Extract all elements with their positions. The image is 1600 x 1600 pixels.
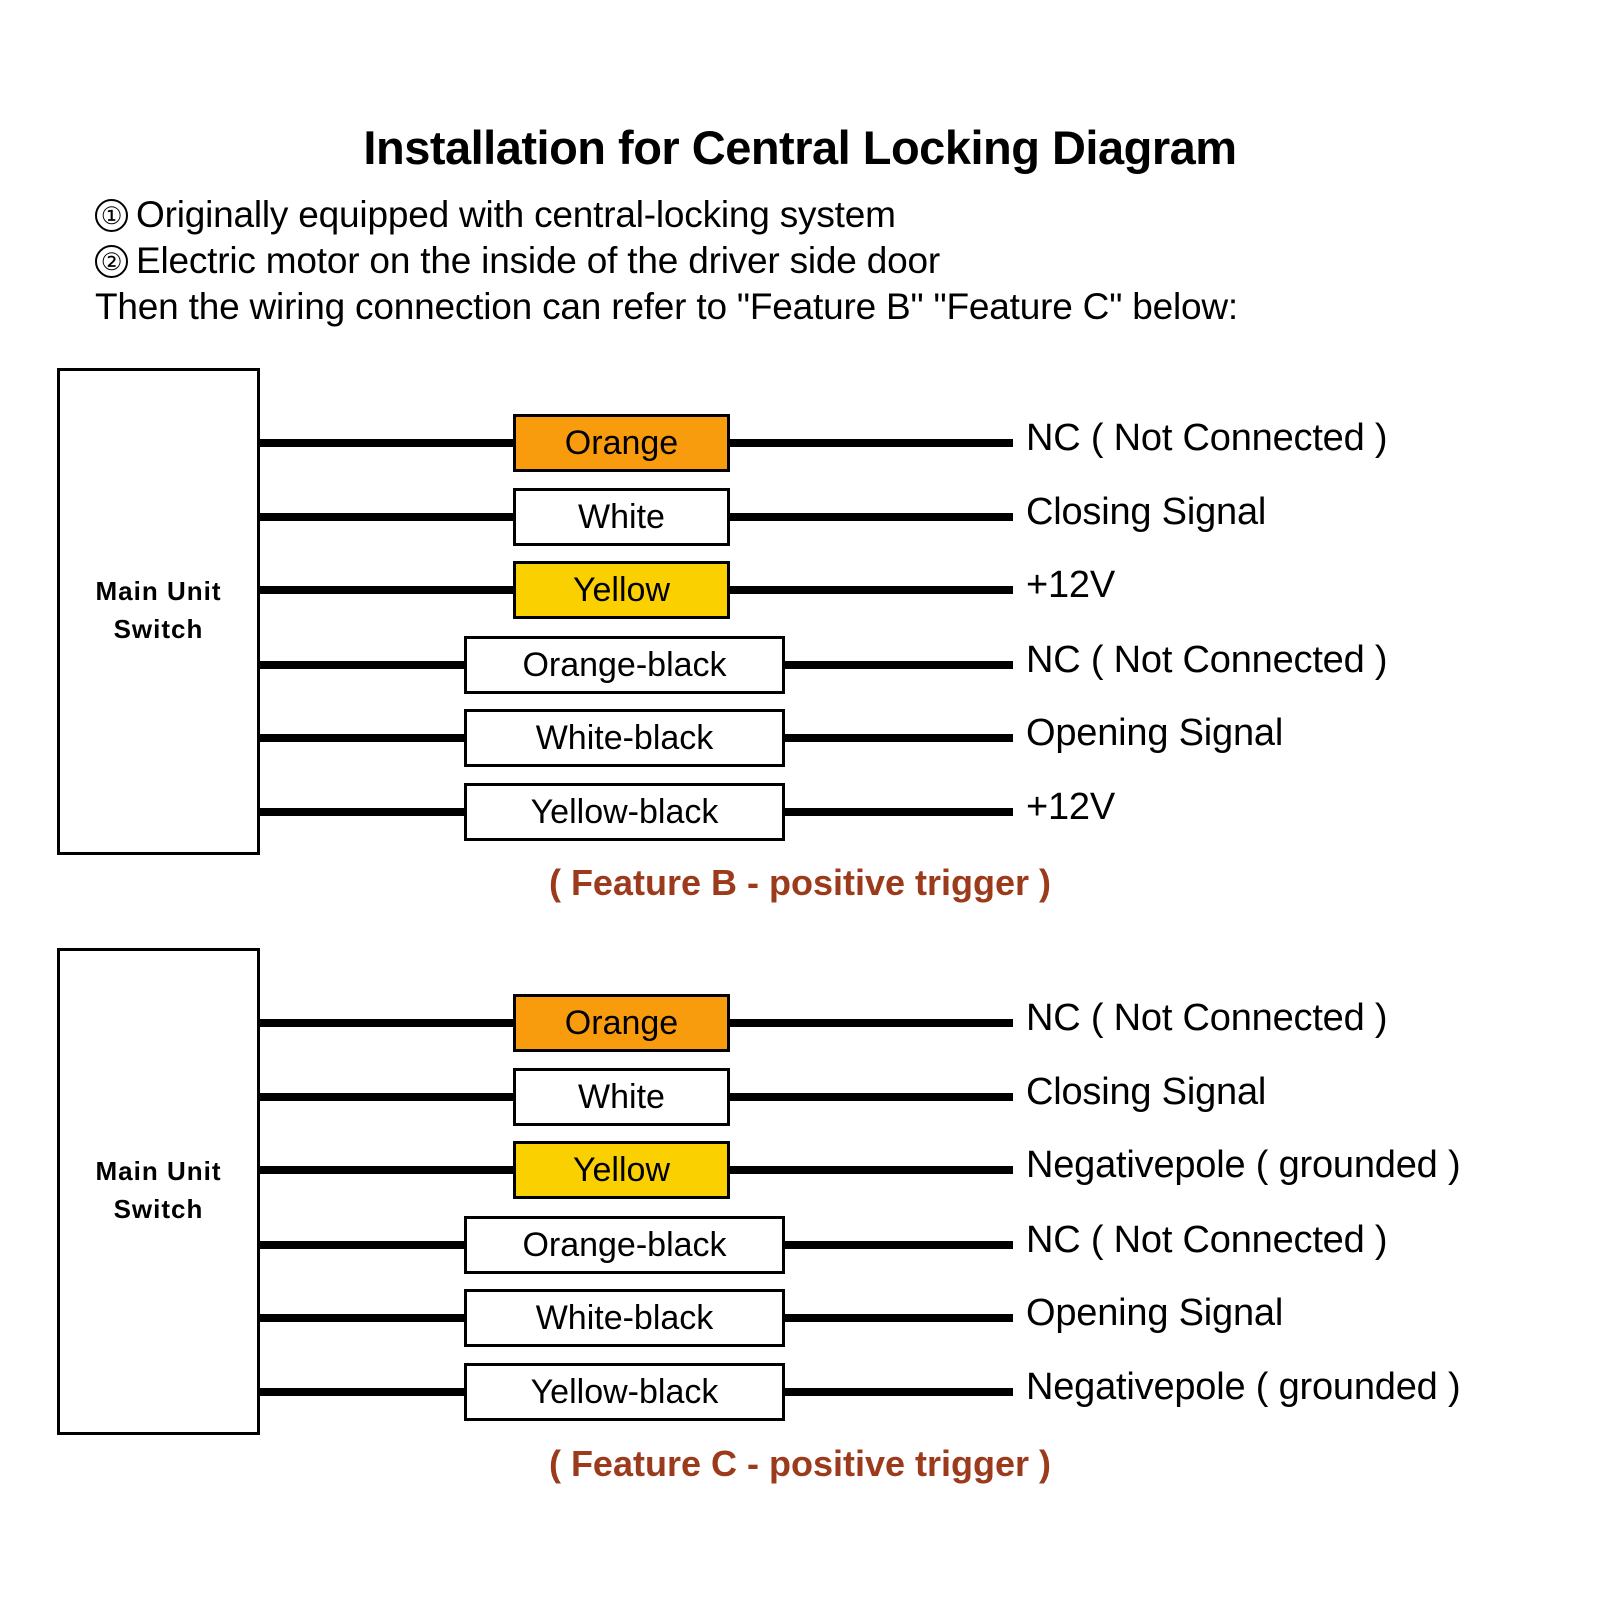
wire-label-box[interactable]: White-black [464,1289,785,1347]
wiring-diagram-feature-c: Main Unit Switch Orange NC ( Not Connect… [0,935,1600,1515]
caption-feature-b: ( Feature B - positive trigger ) [548,862,1052,903]
wire-label-box[interactable]: White [513,1068,730,1126]
circled-number-2-icon: ② [95,245,128,278]
wire-segment-right [782,734,1013,742]
wire-segment-right [782,1388,1013,1396]
wire-segment-right [727,1019,1013,1027]
wire-label-box[interactable]: Orange [513,994,730,1052]
wire-segment-left [258,1388,467,1396]
main-unit-label-line1-c: Main Unit [95,1156,222,1186]
wire-segment-left [258,1241,467,1249]
main-unit-label-c: Main Unit Switch [57,1153,260,1228]
main-unit-label-line2-c: Switch [113,1193,204,1224]
main-unit-box-c [57,948,260,1435]
note-text-2: Electric motor on the inside of the driv… [136,240,940,281]
main-unit-box-b [57,368,260,855]
wire-label-box[interactable]: White [513,488,730,546]
main-unit-label-line1-b: Main Unit [95,576,222,606]
note-line-3: Then the wiring connection can refer to … [95,286,1238,328]
wire-segment-right [782,808,1013,816]
wire-label-box[interactable]: White-black [464,709,785,767]
signal-label: NC ( Not Connected ) [1026,639,1388,681]
signal-label: Negativepole ( grounded ) [1026,1144,1461,1186]
wire-label-box[interactable]: Yellow-black [464,1363,785,1421]
signal-label: +12V [1026,564,1116,606]
wire-segment-right [782,1241,1013,1249]
wire-segment-right [782,1314,1013,1322]
signal-label: Closing Signal [1026,1071,1267,1113]
wire-segment-right [782,661,1013,669]
main-unit-label-b: Main Unit Switch [57,573,260,648]
signal-label: Opening Signal [1026,1292,1284,1334]
wire-segment-right [727,513,1013,521]
wire-segment-right [727,1166,1013,1174]
wire-segment-right [727,439,1013,447]
signal-label: Closing Signal [1026,491,1267,533]
wire-segment-left [258,1093,516,1101]
signal-label: NC ( Not Connected ) [1026,997,1388,1039]
wire-label-box[interactable]: Orange [513,414,730,472]
page-title: Installation for Central Locking Diagram [363,121,1237,174]
wire-segment-left [258,661,467,669]
signal-label: Opening Signal [1026,712,1284,754]
wire-segment-left [258,734,467,742]
wire-label-box[interactable]: Yellow [513,561,730,619]
wire-segment-left [258,439,516,447]
wire-segment-right [727,586,1013,594]
wire-segment-left [258,1019,516,1027]
signal-label: NC ( Not Connected ) [1026,417,1388,459]
main-unit-label-line2-b: Switch [113,613,204,644]
wire-segment-left [258,586,516,594]
wiring-diagram-feature-b: Main Unit Switch Orange NC ( Not Connect… [0,355,1600,925]
caption-feature-c: ( Feature C - positive trigger ) [548,1443,1052,1484]
signal-label: NC ( Not Connected ) [1026,1219,1388,1261]
wire-segment-right [727,1093,1013,1101]
wire-label-box[interactable]: Yellow-black [464,783,785,841]
wire-segment-left [258,808,467,816]
wire-segment-left [258,1166,516,1174]
note-text-1: Originally equipped with central-locking… [136,194,896,235]
circled-number-1-icon: ① [95,199,128,232]
wire-label-box[interactable]: Orange-black [464,636,785,694]
signal-label: Negativepole ( grounded ) [1026,1366,1461,1408]
wire-segment-left [258,513,516,521]
signal-label: +12V [1026,786,1116,828]
note-text-3: Then the wiring connection can refer to … [95,286,1238,327]
wire-segment-left [258,1314,467,1322]
wire-label-box[interactable]: Yellow [513,1141,730,1199]
wire-label-box[interactable]: Orange-black [464,1216,785,1274]
